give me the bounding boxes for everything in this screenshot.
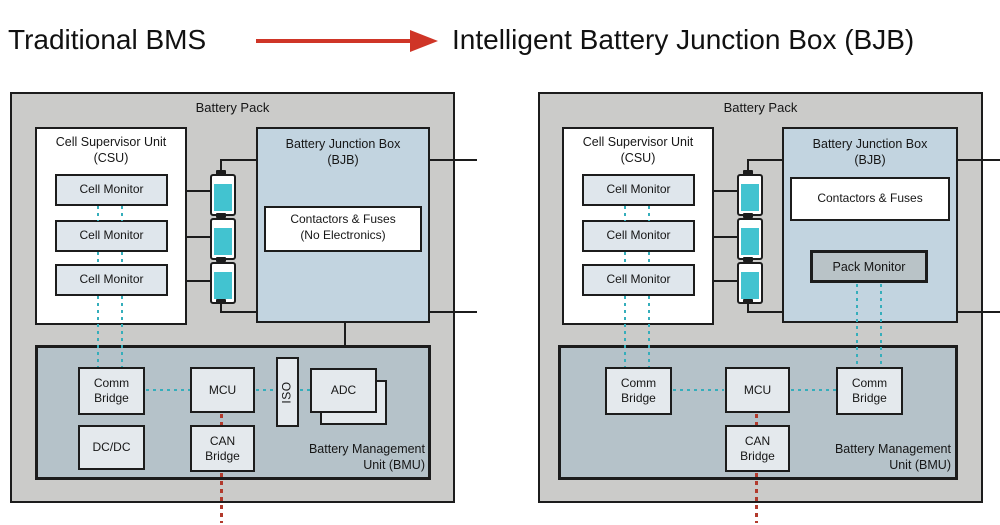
daisy-chain-dots — [648, 206, 650, 221]
adc-chip: ADC — [310, 368, 377, 413]
can-bus-dots — [220, 473, 223, 523]
battery-cell-icon — [737, 218, 763, 260]
battery-terminal — [216, 257, 226, 262]
wire — [220, 159, 257, 161]
contactors-fuses-label: Contactors & Fuses — [817, 191, 923, 205]
wire — [168, 236, 211, 238]
cell-monitor-box — [582, 220, 695, 252]
left-heading: Traditional BMS — [8, 24, 207, 55]
wire — [695, 280, 738, 282]
wire — [747, 311, 783, 313]
battery-terminal — [743, 299, 753, 304]
can-bus-dots — [755, 414, 758, 425]
wire — [747, 159, 783, 161]
cell-monitor-label: Cell Monitor — [79, 228, 144, 242]
cell-monitor-label: Cell Monitor — [606, 272, 671, 286]
wire — [747, 301, 749, 313]
left-bjb-title: Battery Junction Box (BJB) — [285, 137, 401, 168]
power-terminal-line — [956, 311, 1000, 313]
daisy-chain-dots — [624, 206, 626, 221]
wire — [220, 311, 257, 313]
can-bus-dots — [220, 414, 223, 425]
wire — [695, 236, 738, 238]
wire — [220, 159, 222, 175]
right-heading: Intelligent Battery Junction Box (BJB) — [452, 24, 915, 55]
iso-adc-dots — [300, 389, 310, 391]
cell-monitor-box — [582, 174, 695, 206]
right-battery-pack-title: Battery Pack — [723, 100, 798, 115]
can-bridge-chip: CAN Bridge — [725, 425, 790, 472]
cell-monitor-label: Cell Monitor — [606, 228, 671, 242]
power-terminal-line — [430, 311, 477, 313]
cell-monitor-box — [55, 174, 168, 206]
cell-monitor-box — [55, 220, 168, 252]
daisy-chain-dots — [121, 296, 123, 368]
right-bmu-label: Battery Management Unit (BMU) — [834, 442, 951, 473]
battery-cell-icon — [210, 174, 236, 216]
mcu-chip: MCU — [190, 367, 255, 413]
battery-terminal — [743, 257, 753, 262]
daisy-chain-dots — [648, 252, 650, 265]
daisy-chain-dots — [624, 296, 626, 368]
cell-monitor-label: Cell Monitor — [79, 272, 144, 286]
wire — [695, 190, 738, 192]
wire — [747, 159, 749, 175]
left-bmu-label: Battery Management Unit (BMU) — [308, 442, 425, 473]
dcdc-chip: DC/DC — [78, 425, 145, 470]
battery-cell-icon — [210, 218, 236, 260]
battery-terminal — [743, 213, 753, 218]
mcu-comm-dots — [791, 389, 836, 391]
comm-mcu-dots — [146, 389, 190, 391]
bjb-bmu-connector — [344, 321, 346, 347]
contactors-fuses-box — [790, 177, 950, 221]
power-terminal-line — [956, 159, 1000, 161]
cell-monitor-label: Cell Monitor — [606, 182, 671, 196]
daisy-chain-dots — [121, 206, 123, 221]
pack-monitor-dots — [880, 284, 882, 368]
daisy-chain-dots — [97, 252, 99, 265]
mcu-chip: MCU — [725, 367, 790, 413]
left-csu-title: Cell Supervisor Unit (CSU) — [55, 135, 167, 166]
battery-cell-icon — [737, 262, 763, 304]
wire — [168, 280, 211, 282]
right-bjb-box — [782, 127, 958, 323]
cell-monitor-box — [55, 264, 168, 296]
pack-monitor-chip: Pack Monitor — [810, 250, 928, 283]
cell-monitor-box — [582, 264, 695, 296]
comm-mcu-dots — [673, 389, 724, 391]
wire — [220, 301, 222, 313]
cell-monitor-label: Cell Monitor — [79, 182, 144, 196]
daisy-chain-dots — [97, 206, 99, 221]
right-bjb-title: Battery Junction Box (BJB) — [812, 137, 928, 168]
left-battery-pack-title: Battery Pack — [195, 100, 270, 115]
red-arrow-icon — [256, 30, 438, 52]
can-bus-dots — [755, 473, 758, 523]
battery-cell-icon — [737, 174, 763, 216]
right-csu-title: Cell Supervisor Unit (CSU) — [582, 135, 694, 166]
daisy-chain-dots — [97, 296, 99, 368]
battery-terminal — [743, 170, 753, 175]
daisy-chain-dots — [648, 296, 650, 368]
iso-chip: ISO — [276, 357, 299, 427]
battery-cell-icon — [210, 262, 236, 304]
battery-terminal — [216, 299, 226, 304]
daisy-chain-dots — [121, 252, 123, 265]
battery-terminal — [216, 213, 226, 218]
comm-bridge-chip: Comm Bridge — [836, 367, 903, 415]
daisy-chain-dots — [624, 252, 626, 265]
contactors-fuses-label: Contactors & Fuses (No Electronics) — [290, 212, 396, 242]
comm-bridge-chip: Comm Bridge — [605, 367, 672, 415]
pack-monitor-dots — [856, 284, 858, 368]
contactors-fuses-box — [264, 206, 422, 252]
can-bridge-chip: CAN Bridge — [190, 425, 255, 472]
power-terminal-line — [430, 159, 477, 161]
comm-bridge-chip: Comm Bridge — [78, 367, 145, 415]
wire — [168, 190, 211, 192]
battery-terminal — [216, 170, 226, 175]
mcu-iso-dots — [256, 389, 276, 391]
